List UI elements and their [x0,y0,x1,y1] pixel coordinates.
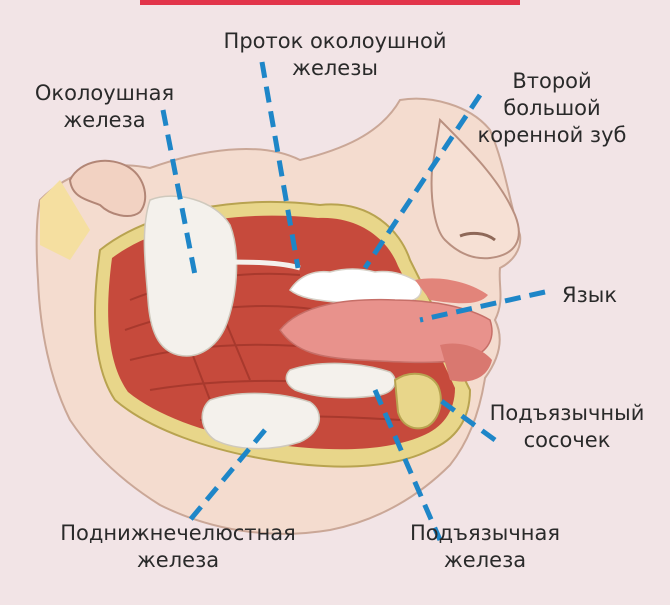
label-sublingual-gland: Подъязычная железа [385,520,585,574]
leader-parotid-duct [259,61,301,269]
sublingual-gland [285,362,396,399]
label-parotid-gland-line1: Околоушная [34,81,175,105]
label-parotid-duct-line2: железы [292,56,378,80]
leader-second-molar [362,93,483,270]
ear [68,159,147,217]
label-tongue: Язык [562,282,617,309]
leader-sublingual-gland [372,389,443,541]
leader-sublingual-papilla [438,397,497,443]
leader-lines [160,61,546,541]
label-submandibular-gland-line2: железа [136,548,220,572]
parotid-duct [219,259,301,271]
label-second-molar-line3: коренной зуб [477,123,627,147]
leader-submandibular-gland [188,428,267,522]
label-second-molar-line2: большой [503,96,601,120]
hair [40,180,90,260]
label-parotid-duct: Проток околоушной железы [205,28,465,82]
label-second-molar: Второй большой коренной зуб [462,68,642,149]
nose [430,117,520,260]
leader-parotid-gland [160,109,198,276]
nostril [459,231,496,242]
label-sublingual-gland-line2: железа [443,548,527,572]
upper-teeth [288,268,422,305]
leader-tongue [419,289,546,323]
label-submandibular-gland-line1: Поднижнечелюстная [60,521,296,545]
top-accent-bar [140,0,520,5]
parotid-gland [143,195,238,357]
label-sublingual-gland-line1: Подъязычная [409,521,560,545]
mandible-section [393,372,442,430]
label-second-molar-line1: Второй [512,69,592,93]
upper-lip [415,278,488,304]
label-sublingual-papilla: Подъязычный сосочек [472,400,662,454]
label-tongue-line1: Язык [562,283,618,307]
submandibular-gland [201,392,320,450]
label-submandibular-gland: Поднижнечелюстная железа [28,520,328,574]
lower-lip [440,343,492,382]
label-parotid-gland: Околоушная железа [22,80,187,134]
label-sublingual-papilla-line2: сосочек [523,428,611,452]
label-parotid-gland-line2: железа [63,108,146,132]
label-parotid-duct-line1: Проток околоушной [223,29,447,53]
label-sublingual-papilla-line1: Подъязычный [489,401,645,425]
